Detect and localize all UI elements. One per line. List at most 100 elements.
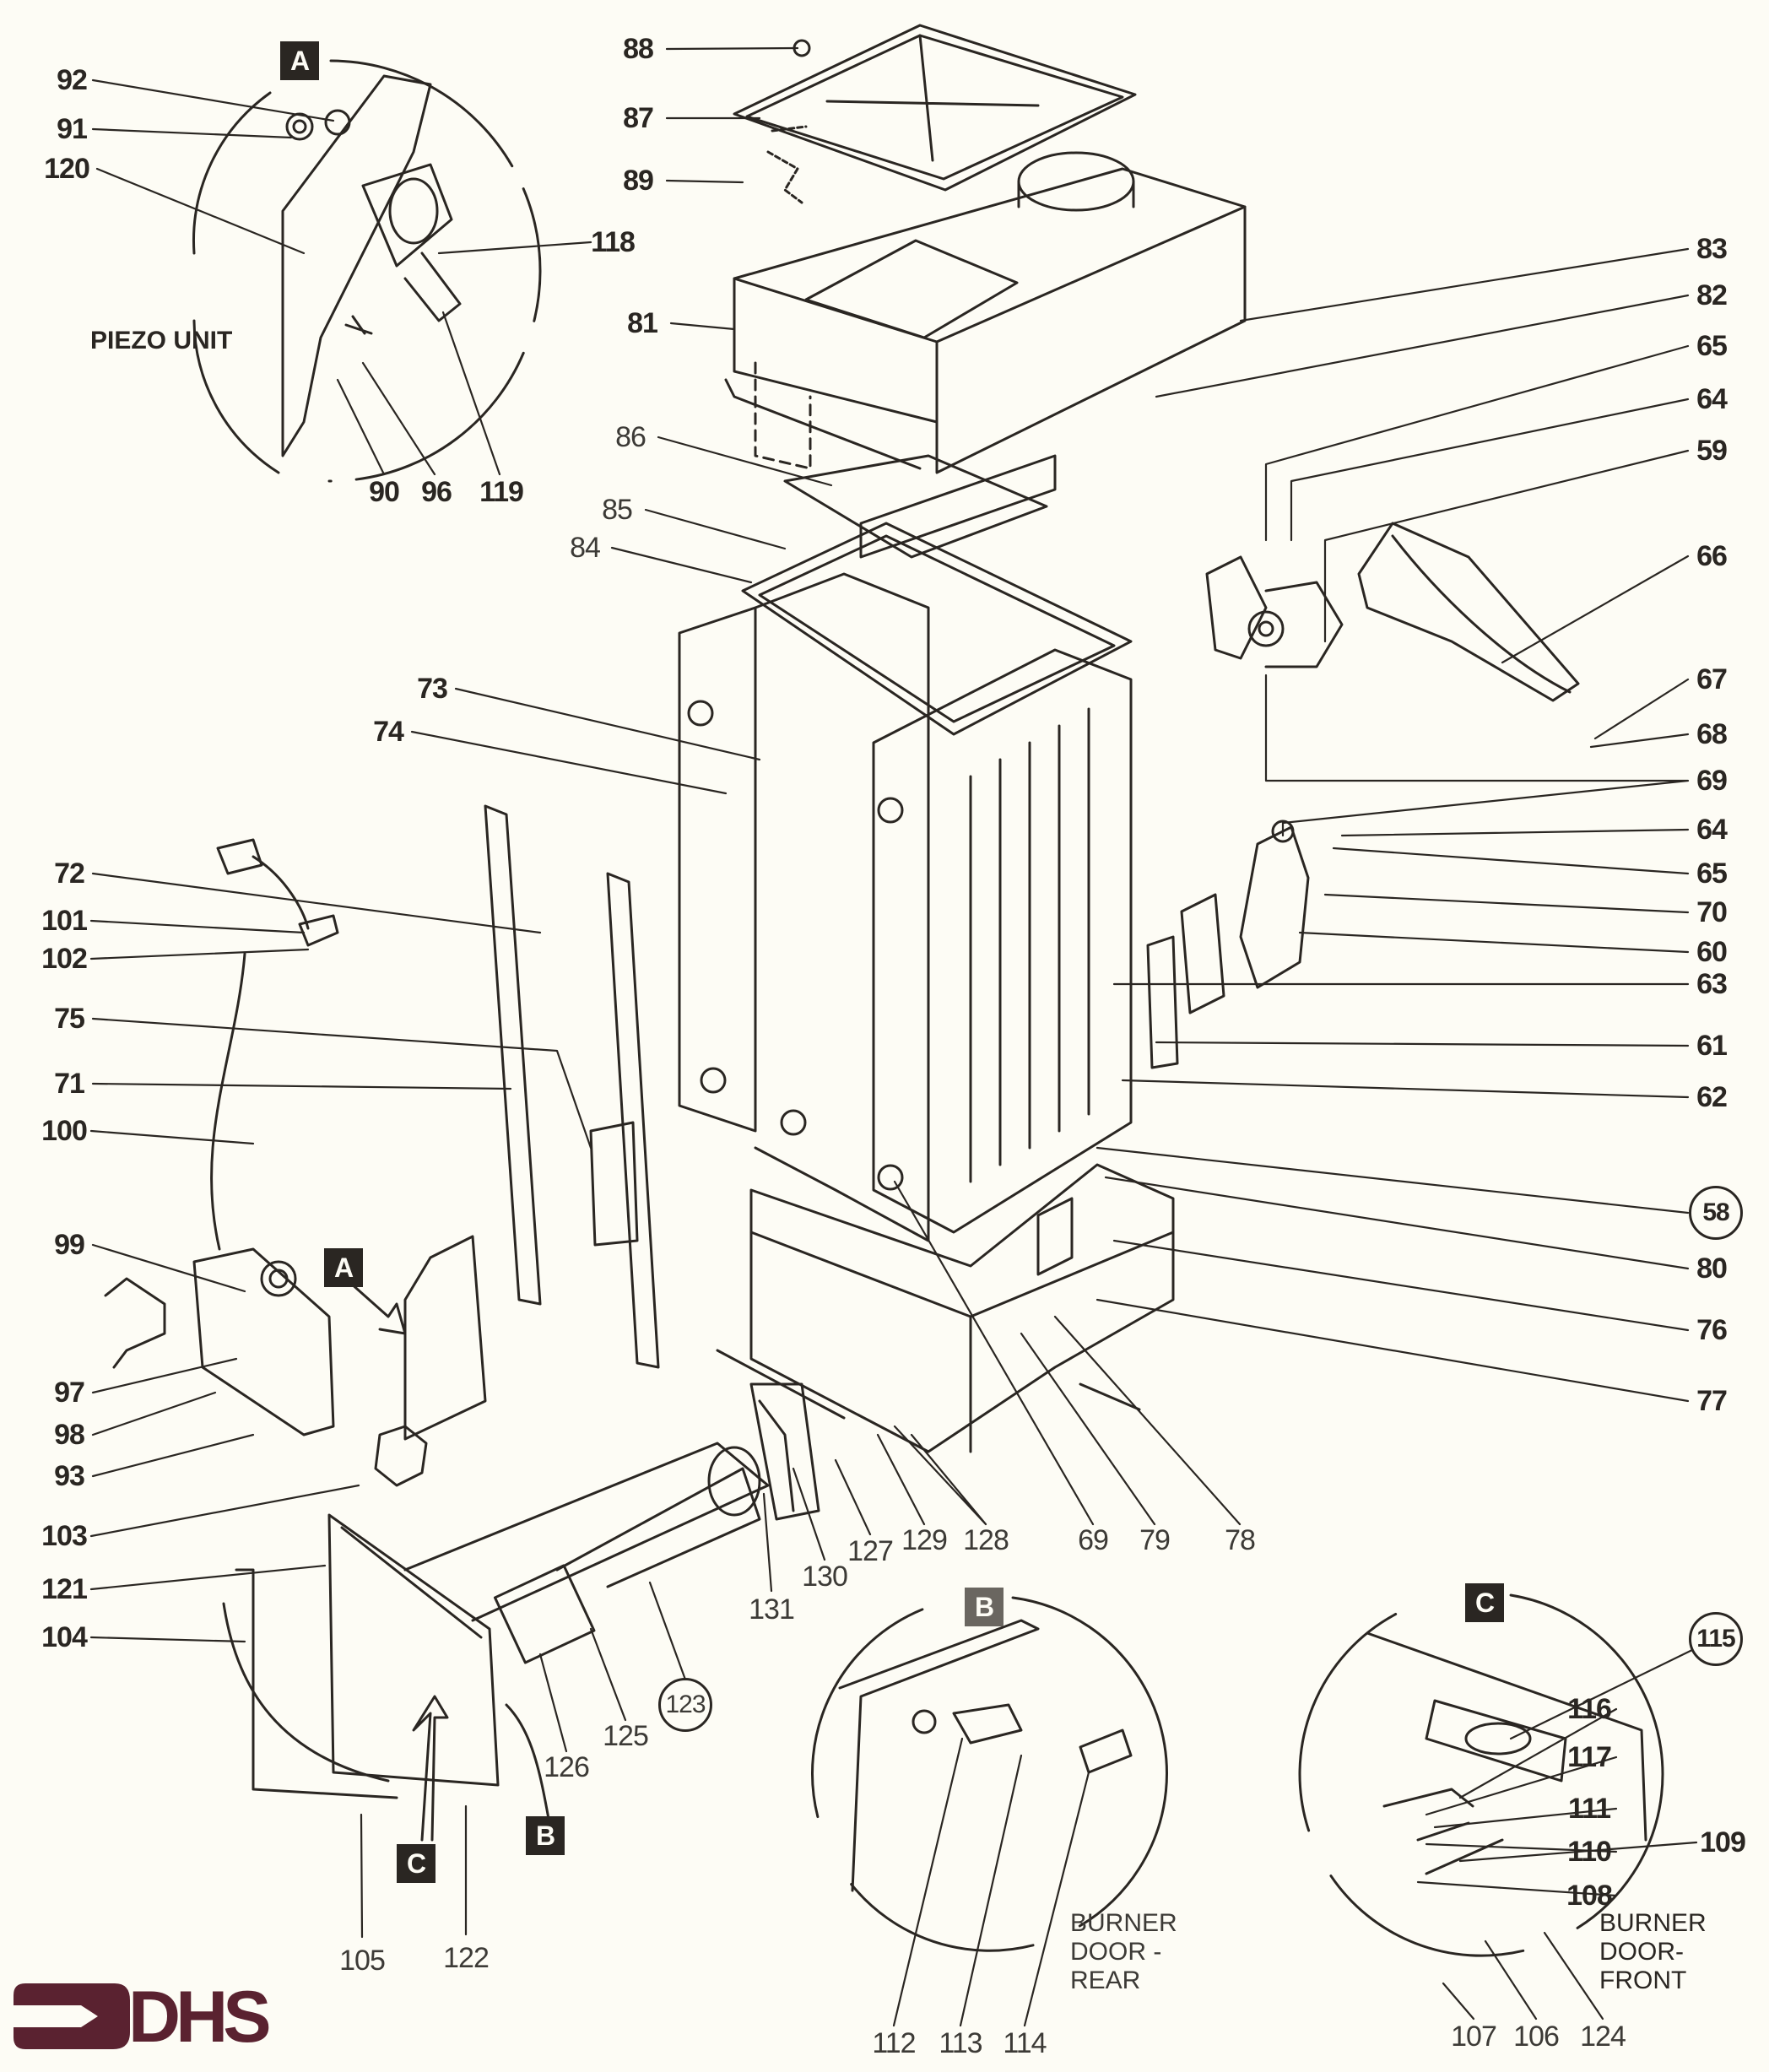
- part-label[interactable]: 116: [1567, 1693, 1612, 1725]
- part-label[interactable]: 74: [373, 716, 404, 748]
- inset-key-b-pointer[interactable]: B: [526, 1816, 565, 1855]
- part-label[interactable]: 111: [1568, 1793, 1611, 1825]
- inset-key-a-pointer[interactable]: A: [324, 1248, 363, 1287]
- part-label[interactable]: 112: [872, 2027, 916, 2059]
- part-label[interactable]: 61: [1696, 1030, 1728, 1062]
- part-label[interactable]: 65: [1696, 330, 1728, 362]
- part-label[interactable]: 69: [1078, 1524, 1109, 1556]
- dhs-logo-text: DHS: [128, 1977, 272, 2058]
- burner-assembly: [222, 1382, 820, 1799]
- part-label[interactable]: 106: [1513, 2021, 1560, 2053]
- part-label[interactable]: 62: [1696, 1081, 1728, 1113]
- inset-key-c[interactable]: C: [1465, 1583, 1504, 1622]
- inset-key-b[interactable]: B: [965, 1588, 1004, 1626]
- part-label[interactable]: 104: [41, 1621, 88, 1653]
- part-label[interactable]: 66: [1696, 540, 1728, 572]
- part-label[interactable]: 128: [963, 1524, 1009, 1556]
- part-label[interactable]: 99: [54, 1229, 85, 1261]
- part-label[interactable]: 125: [603, 1720, 649, 1752]
- part-label[interactable]: 114: [1003, 2027, 1047, 2059]
- part-label[interactable]: 108: [1566, 1880, 1613, 1912]
- inset-a-piezo: [192, 59, 542, 483]
- part-label[interactable]: 107: [1451, 2021, 1497, 2053]
- part-label[interactable]: 96: [421, 476, 452, 508]
- inset-key-c-pointer[interactable]: C: [397, 1844, 435, 1883]
- part-label[interactable]: 67: [1696, 663, 1728, 695]
- part-label[interactable]: 59: [1696, 435, 1728, 467]
- part-label[interactable]: 85: [602, 494, 633, 526]
- part-label[interactable]: 73: [417, 673, 448, 705]
- part-label[interactable]: 71: [54, 1068, 85, 1100]
- part-label[interactable]: 100: [41, 1115, 88, 1147]
- part-label[interactable]: 65: [1696, 857, 1728, 890]
- part-label[interactable]: 70: [1696, 896, 1728, 928]
- part-label[interactable]: 118: [591, 226, 636, 258]
- overheat-thermostat: [1146, 522, 1580, 1069]
- part-label[interactable]: 105: [339, 1945, 386, 1977]
- part-label[interactable]: 60: [1696, 936, 1728, 968]
- part-label[interactable]: 126: [544, 1751, 590, 1783]
- part-label[interactable]: 81: [627, 307, 658, 339]
- part-label[interactable]: 86: [615, 421, 646, 453]
- part-label[interactable]: 98: [54, 1419, 85, 1451]
- part-label[interactable]: 63: [1696, 968, 1728, 1000]
- part-label[interactable]: 72: [54, 857, 85, 890]
- part-label[interactable]: 79: [1139, 1524, 1171, 1556]
- part-label[interactable]: 93: [54, 1460, 85, 1492]
- part-label[interactable]: 64: [1696, 814, 1728, 846]
- combustion-chamber-base: [716, 1163, 1175, 1453]
- part-label[interactable]: 122: [443, 1942, 490, 1974]
- dhs-logo-mark: [14, 1983, 130, 2049]
- part-label[interactable]: 68: [1696, 718, 1728, 750]
- part-label[interactable]: 90: [369, 476, 400, 508]
- caption-burner-door-rear: BURNER DOOR - REAR: [1070, 1909, 1177, 1994]
- part-label[interactable]: 83: [1696, 233, 1728, 265]
- part-label[interactable]: 82: [1696, 279, 1728, 311]
- part-label[interactable]: 113: [939, 2027, 982, 2059]
- part-label[interactable]: 120: [44, 153, 90, 185]
- part-label-circled[interactable]: 58: [1689, 1186, 1743, 1240]
- part-label[interactable]: 101: [41, 905, 88, 937]
- inset-c-burner-door-front: [1298, 1593, 1664, 1957]
- part-label[interactable]: 91: [57, 113, 88, 145]
- part-label[interactable]: 88: [623, 33, 654, 65]
- leader-lines: [89, 46, 1698, 2027]
- caption-piezo-unit: PIEZO UNIT: [90, 327, 233, 354]
- part-label[interactable]: 130: [802, 1561, 848, 1593]
- part-label-circled[interactable]: 115: [1689, 1612, 1743, 1666]
- part-label[interactable]: 102: [41, 943, 88, 975]
- part-label[interactable]: 76: [1696, 1314, 1728, 1346]
- part-label[interactable]: 80: [1696, 1252, 1728, 1285]
- gas-valve: [104, 838, 428, 1487]
- draught-diverter: [724, 151, 1247, 474]
- flue-hood-lid: [733, 24, 1137, 204]
- part-label[interactable]: 69: [1696, 765, 1728, 797]
- part-label[interactable]: 131: [749, 1593, 795, 1626]
- inset-key-a[interactable]: A: [280, 41, 319, 80]
- part-label[interactable]: 110: [1567, 1836, 1612, 1868]
- part-label[interactable]: 119: [479, 476, 524, 508]
- part-label[interactable]: 87: [623, 102, 654, 134]
- part-label[interactable]: 64: [1696, 383, 1728, 415]
- heat-exchanger: [678, 454, 1133, 1242]
- part-label-circled[interactable]: 123: [658, 1678, 712, 1732]
- side-brackets: [403, 804, 660, 1441]
- part-label[interactable]: 77: [1696, 1385, 1728, 1417]
- part-label[interactable]: 84: [570, 532, 601, 564]
- part-label[interactable]: 92: [57, 64, 88, 96]
- part-label[interactable]: 117: [1567, 1741, 1612, 1773]
- inset-b-burner-door-rear: [811, 1596, 1168, 1952]
- part-label[interactable]: 129: [901, 1524, 948, 1556]
- part-label[interactable]: 121: [41, 1573, 88, 1605]
- inset-pointers: [349, 1281, 550, 1842]
- part-label[interactable]: 124: [1580, 2021, 1626, 2053]
- part-label[interactable]: 78: [1225, 1524, 1256, 1556]
- caption-burner-door-front: BURNER DOOR- FRONT: [1599, 1909, 1707, 1994]
- part-label[interactable]: 103: [41, 1520, 88, 1552]
- part-label[interactable]: 127: [847, 1535, 894, 1567]
- part-label[interactable]: 89: [623, 165, 654, 197]
- part-label[interactable]: 109: [1700, 1826, 1746, 1858]
- part-label[interactable]: 97: [54, 1377, 85, 1409]
- part-label[interactable]: 75: [54, 1003, 85, 1035]
